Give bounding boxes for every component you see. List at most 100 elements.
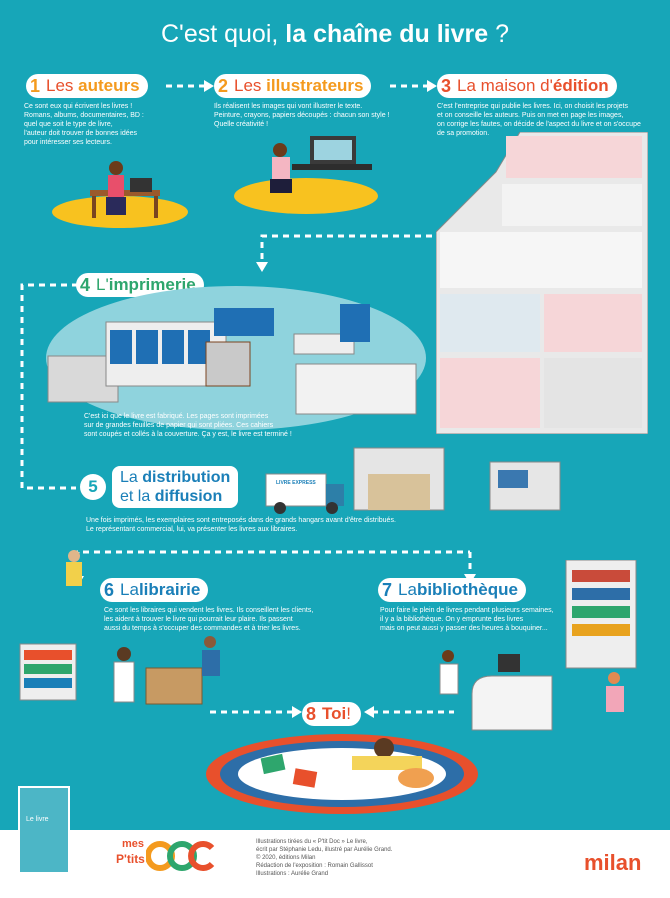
arrow-head: [292, 706, 302, 718]
desc-line: C'est ici que le livre est fabriqué. Les…: [84, 413, 269, 420]
step-8-number: 8: [306, 703, 317, 724]
book-cover-thumbnail: Le livre: [18, 786, 70, 874]
step-6-pre: La: [120, 580, 139, 599]
step-3-label: 3 La maison d'édition: [437, 74, 617, 98]
step-2-description: Ils réalisent les images qui vont illust…: [214, 102, 424, 129]
connector-3-4: [260, 234, 432, 262]
arrow-head: [256, 262, 268, 272]
desc-line: Ce sont les libraires qui vendent les li…: [104, 607, 314, 614]
step-1-number: 1: [30, 75, 41, 96]
desc-line: quel que soit le type de livre,: [24, 121, 113, 128]
step-2-pre: Les: [234, 76, 262, 95]
step-5-line2-pre: et la: [120, 488, 155, 505]
desc-line: C'est l'entreprise qui publie les livres…: [437, 103, 628, 110]
desc-line: on corrige les fautes, on décide de l'as…: [437, 121, 641, 128]
step-7-pre: La: [398, 580, 417, 599]
credit-line: Illustrations tirées du « P'tit Doc » Le…: [256, 839, 368, 845]
credit-line: Rédaction de l'exposition : Romain Galli…: [256, 863, 373, 869]
desc-line: Peinture, crayons, papiers découpés : ch…: [214, 112, 390, 119]
step-3-description: C'est l'entreprise qui publie les livres…: [437, 102, 667, 138]
library-scene: [439, 560, 637, 731]
footer: Le livre mes P'tits Illustrations tirées…: [0, 786, 670, 898]
brand-logo: mes P'tits: [112, 836, 222, 876]
arrow-head: [364, 706, 374, 718]
step-1-pre: Les: [46, 76, 74, 95]
step-7-bold: bibliothèque: [416, 580, 518, 599]
step-7-description: Pour faire le plein de livres pendant pl…: [380, 606, 580, 633]
desc-line: Ils réalisent les images qui vont illust…: [214, 103, 363, 110]
brand-mes: mes: [122, 838, 145, 850]
step-2-bold: illustrateurs: [266, 76, 364, 95]
step-6-number: 6: [104, 579, 115, 600]
step-6-bold: librairie: [138, 580, 201, 599]
step-8-bold: Toi: [322, 704, 347, 723]
desc-line: mais on peut aussi y passer des heures à…: [380, 625, 548, 632]
desc-line: sont coupés et collés à la couverture. Ç…: [84, 431, 292, 438]
doc-logo-icon: [146, 841, 215, 871]
step-8-post: !: [346, 704, 351, 723]
step-4-number: 4: [80, 274, 91, 295]
title-bold: la chaîne du livre: [285, 20, 489, 48]
desc-line: Pour faire le plein de livres pendant pl…: [380, 607, 554, 614]
page-title: C'est quoi, la chaîne du livre ?: [0, 20, 670, 49]
step-1-label: 1 Les auteurs: [26, 74, 148, 98]
step-5-line2-bold: diffusion: [154, 488, 223, 505]
step-4-pre: L': [96, 275, 109, 294]
step-4-bold: imprimerie: [108, 275, 196, 294]
arrow-head: [204, 80, 214, 92]
printing-press-scene: [46, 286, 426, 430]
step-5-title: La distribution et la diffusion: [112, 466, 239, 508]
illustrator-scene: [234, 136, 378, 214]
title-end: ?: [488, 20, 509, 48]
step-4-label: 4 L'imprimerie: [76, 273, 204, 297]
step-6-description: Ce sont les libraires qui vendent les li…: [104, 606, 354, 633]
desc-line: pour intéresser ses lecteurs.: [24, 139, 112, 146]
credit-line: Illustrations : Aurélie Grand: [256, 871, 329, 877]
step-5-label: 5 La distribution et la diffusion: [80, 466, 239, 508]
step-3-number: 3: [441, 75, 452, 96]
desc-line: Le représentant commercial, lui, va prés…: [86, 526, 298, 533]
desc-line: les aident à trouver le livre qui pourra…: [104, 616, 293, 623]
step-4-description: C'est ici que le livre est fabriqué. Les…: [84, 412, 344, 439]
step-6-label: 6 La librairie: [100, 578, 209, 602]
step-1-bold: auteurs: [78, 76, 140, 95]
title-regular: C'est quoi,: [161, 20, 286, 48]
desc-line: de sa promotion.: [437, 130, 490, 137]
publishing-house-building: [436, 132, 648, 434]
desc-line: Quelle créativité !: [214, 121, 269, 128]
reader-scene: [206, 734, 478, 814]
step-7-label: 7 La bibliothèque: [378, 578, 526, 602]
step-5-line1-bold: distribution: [142, 469, 231, 486]
credit-line: écrit par Stéphanie Ledu, illustré par A…: [256, 847, 393, 853]
distribution-scene: [265, 447, 561, 514]
brand-ptits: P'tits: [116, 852, 145, 866]
author-scene: [52, 161, 188, 228]
desc-line: Romans, albums, documentaires, BD :: [24, 112, 144, 119]
desc-line: aussi du temps à s'occuper des commandes…: [104, 625, 301, 632]
desc-line: sur de grandes feuilles de papier qui so…: [84, 422, 274, 429]
connector-4-5: [20, 283, 78, 490]
step-5-description: Une fois imprimés, les exemplaires sont …: [86, 516, 486, 534]
bookshop-scene: [19, 550, 220, 705]
step-2-number: 2: [218, 75, 229, 96]
step-7-number: 7: [382, 579, 393, 600]
desc-line: il y a la bibliothèque. On y emprunte de…: [380, 616, 524, 623]
step-3-bold: édition: [552, 76, 609, 95]
step-1-description: Ce sont eux qui écrivent les livres ! Ro…: [24, 102, 184, 147]
step-5-line1-pre: La: [120, 469, 143, 486]
step-5-number: 5: [80, 474, 106, 500]
step-3-pre: La maison d': [457, 76, 553, 95]
poster: C'est quoi, la chaîne du livre ? 1 Les: [0, 0, 670, 830]
arrow-head: [427, 80, 437, 92]
step-2-label: 2 Les illustrateurs: [214, 74, 372, 98]
desc-line: Une fois imprimés, les exemplaires sont …: [86, 517, 396, 524]
cover-label: Le livre: [26, 816, 49, 823]
credit-line: © 2020, éditions Milan: [256, 855, 316, 861]
publisher-logo: milan: [584, 850, 642, 875]
step-8-label: 8 Toi !: [302, 702, 361, 726]
desc-line: et on conseille les auteurs. Puis on met…: [437, 112, 624, 119]
truck-label: LIVRE EXPRESS: [276, 480, 316, 486]
desc-line: Ce sont eux qui écrivent les livres !: [24, 103, 133, 110]
credits: Illustrations tirées du « P'tit Doc » Le…: [256, 838, 392, 878]
desc-line: l'auteur doit trouver de bonnes idées: [24, 130, 138, 137]
